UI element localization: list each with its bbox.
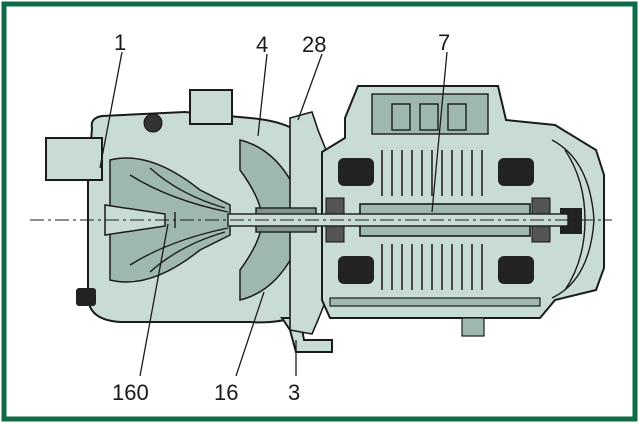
terminal-box [371,93,489,135]
outlet-neck [189,89,233,125]
leader-lines [99,51,448,377]
label-part-4: 4 [256,32,268,57]
motor-foot [461,317,485,337]
motor-base [329,297,541,307]
label-part-16: 16 [214,380,238,405]
priming-plug [143,113,163,133]
drain-plug [76,288,96,306]
label-part-7: 7 [438,30,450,55]
diffuser-vanes [129,167,229,273]
label-part-160: 160 [112,380,149,405]
stator-winding-top [338,150,534,196]
label-part-28: 28 [302,32,326,57]
stator-winding-bottom [338,244,534,290]
label-part-3: 3 [288,380,300,405]
label-part-1: 1 [114,30,126,55]
inlet-pipe [45,137,103,181]
